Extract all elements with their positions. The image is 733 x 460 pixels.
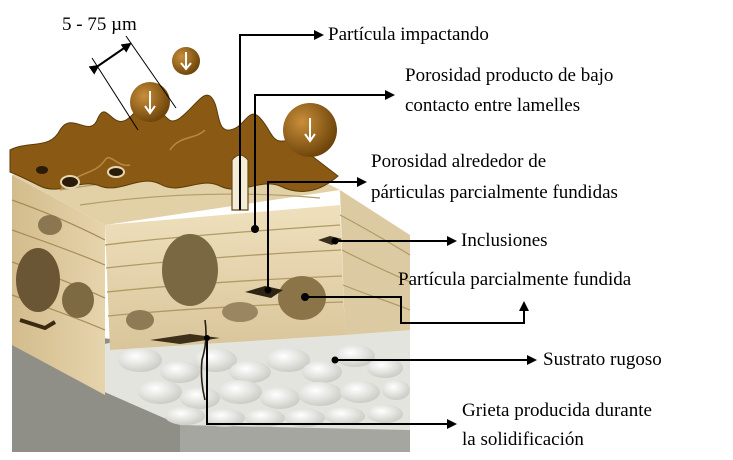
label-crack-line1: Grieta producida durante (462, 399, 652, 423)
scale-label: 5 - 75 µm (62, 13, 137, 37)
label-porosity-around-line2: párticulas parcialmente fundidas (371, 181, 618, 205)
label-porosity-low-contact-line2: contacto entre lamelles (405, 94, 580, 118)
label-crack-line2: la solidificación (462, 428, 584, 452)
label-partially-melted: Partícula parcialmente fundida (398, 268, 631, 292)
coating-right-face (340, 190, 410, 335)
label-porosity-around-line1: Porosidad alrededor de (371, 150, 546, 174)
label-porosity-low-contact-line1: Porosidad producto de bajo (405, 64, 613, 88)
label-rough-substrate: Sustrato rugoso (543, 348, 662, 372)
label-inclusions: Inclusiones (461, 229, 548, 253)
label-impacting-particle: Partícula impactando (328, 23, 489, 47)
